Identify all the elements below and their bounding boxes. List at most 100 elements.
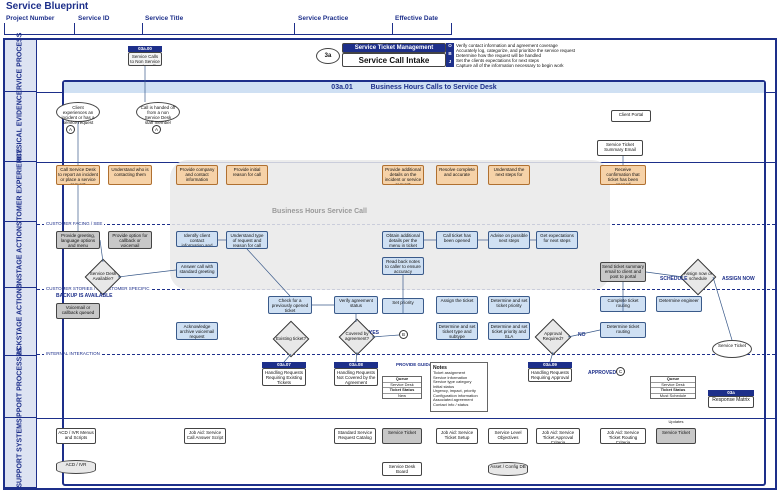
existing-ticket-decision[interactable]: Existing ticket? — [272, 320, 310, 358]
queue-header: Queue — [651, 376, 695, 383]
onstage-greeting[interactable]: Provide greeting, language options and m… — [56, 231, 100, 249]
onstage-understand-type[interactable]: Understand type of request and reason fo… — [226, 231, 268, 249]
subprocess-title-bar: 03a.01 Business Hours Calls to Service D… — [64, 82, 764, 93]
onstage-answer-call[interactable]: Answer call with standard greeting — [176, 262, 218, 278]
note-item: Service information — [433, 374, 468, 380]
subprocess-number: 03a.01 — [331, 84, 353, 91]
system-answer-script[interactable]: Job Aid: Service Call Answer Script — [184, 428, 226, 444]
system-asset-config[interactable]: Asset / Config DB — [488, 462, 528, 476]
system-request-catalog[interactable]: Standard Service Request Catalog — [334, 428, 376, 444]
project-number-field[interactable] — [4, 23, 74, 35]
connector-aa: A — [152, 125, 161, 134]
support-existing-tickets[interactable]: Handling Requests Requiring Existing Tic… — [262, 368, 306, 386]
lane-customer-experience: CUSTOMER EXPERIENCE — [5, 148, 37, 235]
blueprint-frame — [3, 38, 777, 490]
lane-support-systems: SUPPORT SYSTEMS — [5, 418, 37, 488]
backstage-set-priority-2[interactable]: Determine and set ticket priority — [488, 296, 530, 314]
objective-item: Determine how the request will be handle… — [456, 53, 542, 58]
note-item: Configuration information — [433, 392, 478, 398]
objective-item: Verify contact information and agreement… — [456, 43, 558, 48]
support-badge-existing: 03a.07 — [262, 362, 306, 368]
process-category: Service Ticket Management — [342, 43, 446, 53]
backstage-archive-voicemail[interactable]: Acknowledge archive voicemail request — [176, 322, 218, 340]
queue-table: Queue Service Desk Ticket Status New — [382, 376, 422, 399]
obj-letter-j: J — [446, 59, 454, 67]
backstage-verify-agreement[interactable]: Verify agreement status — [334, 296, 378, 314]
backup-available-label: BACKUP IS AVAILABLE — [56, 293, 113, 299]
note-item: Service type category — [433, 379, 472, 384]
customer-provide-reason[interactable]: Provide initial reason for call — [226, 165, 268, 185]
onstage-callback-option[interactable]: Provide option for callback or voicemail — [108, 231, 152, 249]
service-practice-label: Service Practice — [298, 15, 349, 22]
system-service-desk-board[interactable]: Service Desk Board — [382, 462, 422, 476]
queue-status-value: New — [397, 392, 406, 398]
connector-c: C — [616, 367, 625, 376]
customer-confirmation[interactable]: Receive confirmation that ticket has bee… — [600, 165, 646, 185]
queue-header: Queue — [383, 376, 421, 383]
queue-value: Service Desk — [651, 382, 695, 388]
previous-process-box[interactable]: Service Calls to Non Service Desk Staff — [128, 52, 162, 66]
backstage-determine-engineer[interactable]: Determine engineer — [656, 296, 702, 312]
system-routing-criteria[interactable]: Job Aid: Service Ticket Routing Criteria — [600, 428, 646, 444]
lane-service-process: SERVICE PROCESS — [5, 32, 37, 99]
backstage-set-type[interactable]: Determine and set ticket type and subtyp… — [436, 322, 478, 340]
system-service-level[interactable]: Service Level Objectives — [488, 428, 528, 444]
customer-resolve[interactable]: Resolve complete and accurate — [436, 165, 478, 185]
onstage-ticket-opened[interactable]: Call ticket has been opened — [436, 231, 478, 249]
system-service-ticket-2[interactable]: Service Ticket — [656, 428, 696, 444]
system-updates-label: Updates — [668, 419, 684, 424]
system-acd-menus[interactable]: ACD / IVR Menus and Scripts — [56, 428, 96, 444]
covered-decision[interactable]: Covered by agreement? — [338, 318, 376, 356]
onstage-next-steps[interactable]: Advise on possible next steps — [488, 231, 530, 249]
system-ticket-setup[interactable]: Job Aid: Service Ticket Setup — [436, 428, 478, 444]
service-practice-field[interactable] — [294, 23, 392, 35]
onstage-get-expectations[interactable]: Get expectations for next steps — [536, 231, 578, 249]
service-title-field[interactable] — [142, 23, 294, 35]
backstage-assign-ticket[interactable]: Assign the ticket — [436, 296, 478, 314]
lane-backstage-actions: BACKSTAGE ACTIONS — [5, 283, 37, 360]
customer-understand[interactable]: Understand who is contacting them — [108, 165, 152, 185]
support-badge-response: 03a — [708, 390, 754, 396]
previous-process-badge: 03a.00 — [128, 46, 162, 52]
queue-value: Service Desk — [383, 382, 421, 388]
onstage-identify-contact[interactable]: Identify client contact information and … — [176, 231, 218, 247]
onstage-send-summary[interactable]: Send ticket summary email to client and … — [600, 262, 646, 282]
summary-email-evidence[interactable]: Service Ticket Summary Email — [597, 140, 643, 156]
service-id-field[interactable] — [74, 23, 142, 35]
support-approval[interactable]: Handling Requests Requiring Approval — [528, 368, 572, 382]
call-handoff-event[interactable]: Call is handed off from a non Service De… — [136, 102, 180, 125]
client-portal-evidence[interactable]: Client Portal — [611, 110, 651, 122]
backstage-check-ticket[interactable]: Check for a previously opened ticket — [268, 296, 312, 314]
provide-guidance-note: PROVIDE GUIDANCE — [396, 362, 442, 367]
backstage-determine-routing[interactable]: Determine ticket routing — [600, 322, 646, 338]
support-not-covered[interactable]: Handling Requests Not Covered by the Agr… — [334, 368, 378, 386]
objective-item: Set the clients expectations for next st… — [456, 58, 540, 63]
service-ticket-end-state[interactable]: Service Ticket — [712, 340, 752, 358]
objective-item: Capture all of the information necessary… — [456, 63, 564, 68]
service-call-region-label: Business Hours Service Call — [272, 208, 367, 215]
assign-now-branch-label: ASSIGN NOW — [722, 276, 755, 282]
note-item: Contact info / status — [433, 401, 469, 407]
backstage-callback-queued[interactable]: Voicemail or callback queued — [56, 303, 100, 319]
system-service-ticket[interactable]: Service Ticket — [382, 428, 422, 444]
backstage-priority-sla[interactable]: Determine and set ticket priority and SL… — [488, 322, 530, 340]
effective-date-field[interactable] — [392, 23, 452, 35]
queue-table-right: Queue Service Desk Ticket Status Must Sc… — [650, 376, 696, 399]
approval-required-decision[interactable]: Approval Required? — [534, 318, 572, 356]
system-acd-ivr[interactable]: ACD / IVR — [56, 460, 96, 474]
obj-letter-o: O — [446, 43, 454, 51]
customer-call-service-desk[interactable]: Call Service Desk to report an incident … — [56, 165, 100, 185]
onstage-read-back[interactable]: Read back notes to caller to ensure accu… — [382, 257, 424, 275]
service-desk-available-decision[interactable]: Service Desk Available? — [84, 258, 122, 296]
customer-provide-company[interactable]: Provide company and contact information — [176, 165, 218, 185]
customer-provide-details[interactable]: Provide additional details on the incide… — [382, 165, 424, 185]
customer-next-steps[interactable]: Understand the next steps for — [488, 165, 530, 185]
assign-now-diamond[interactable]: Assign now or schedule — [679, 258, 717, 296]
lane-support-processes: SUPPORT PROCESSES — [5, 347, 37, 426]
queue-status-header: Ticket Status — [651, 387, 695, 394]
onstage-obtain-details[interactable]: Obtain additional details per the menu i… — [382, 231, 424, 249]
customer-facing-label: CUSTOMER FACING / SEE — [44, 221, 105, 226]
system-approval-criteria[interactable]: Job Aid: Service Ticket Approval Criteri… — [536, 428, 580, 444]
support-response-matrix[interactable]: Response Matrix — [708, 396, 754, 408]
process-name: Service Call Intake — [342, 53, 446, 67]
